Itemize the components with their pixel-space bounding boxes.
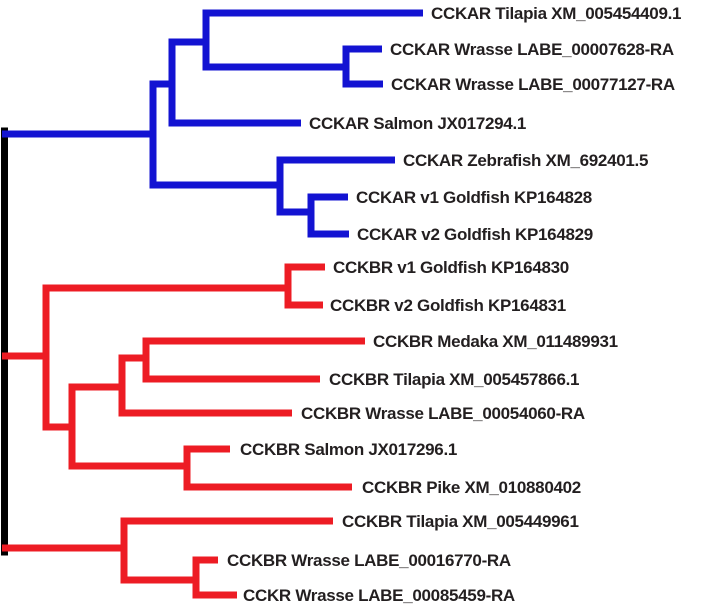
taxon-label-9: CCKBR Medaka XM_011489931	[373, 332, 618, 351]
taxon-label-5: CCKAR v1 Goldfish KP164828	[356, 188, 592, 207]
taxon-label-1: CCKAR Wrasse LABE_00007628-RA	[390, 40, 674, 59]
taxon-label-2: CCKAR Wrasse LABE_00077127-RA	[391, 75, 675, 94]
taxon-label-10: CCKBR Tilapia XM_005457866.1	[329, 370, 579, 389]
taxon-label-8: CCKBR v2 Goldfish KP164831	[330, 296, 566, 315]
taxon-label-7: CCKBR v1 Goldfish KP164830	[333, 258, 569, 277]
taxon-label-16: CCKR Wrasse LABE_00085459-RA	[243, 586, 515, 605]
taxon-label-0: CCKAR Tilapia XM_005454409.1	[431, 4, 681, 23]
taxon-label-13: CCKBR Pike XM_010880402	[362, 478, 581, 497]
taxon-label-6: CCKAR v2 Goldfish KP164829	[357, 225, 593, 244]
taxon-label-15: CCKBR Wrasse LABE_00016770-RA	[227, 551, 511, 570]
taxon-label-12: CCKBR Salmon JX017296.1	[240, 440, 457, 459]
taxon-label-4: CCKAR Zebrafish XM_692401.5	[403, 151, 648, 170]
taxon-label-3: CCKAR Salmon JX017294.1	[309, 114, 526, 133]
tree-branches	[1, 9, 423, 599]
taxon-label-14: CCKBR Tilapia XM_005449961	[342, 512, 579, 531]
taxon-label-11: CCKBR Wrasse LABE_00054060-RA	[301, 404, 585, 423]
